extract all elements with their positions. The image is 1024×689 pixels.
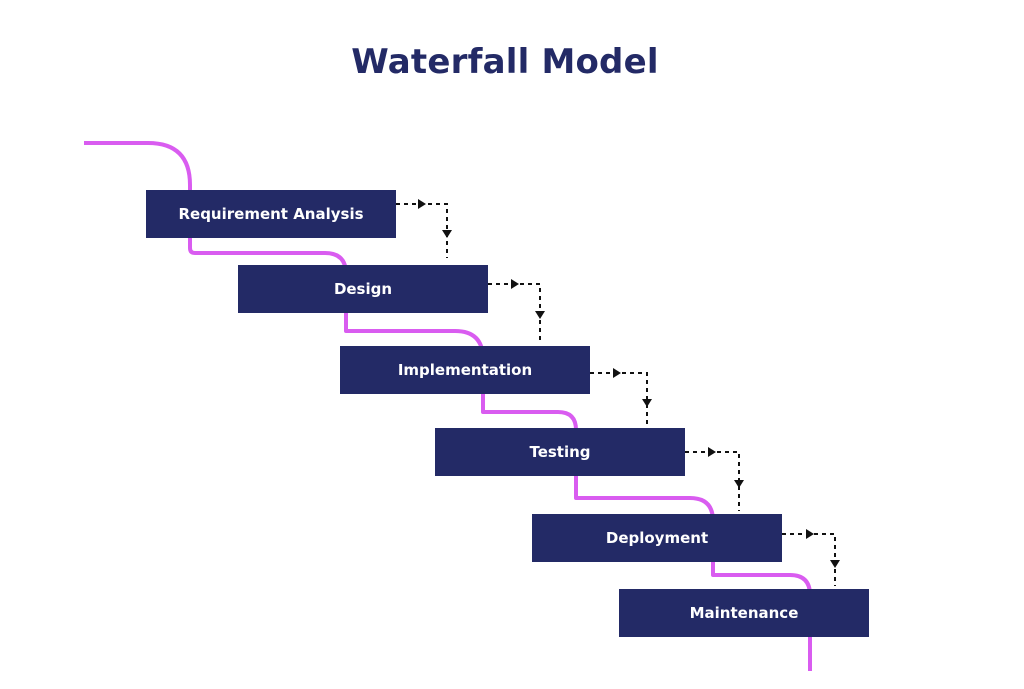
connector-4-5 [685,451,740,511]
arrowhead-right-icon [708,447,716,457]
connector-1-2 [396,203,448,258]
connector-3-4 [590,372,648,425]
phase-requirement-analysis: Requirement Analysis [146,190,396,238]
arrowhead-right-icon [613,368,621,378]
arrowhead-down-icon [442,230,452,238]
phase-design: Design [238,265,488,313]
connector-2-3 [488,283,541,343]
diagram-title: Waterfall Model [351,42,659,82]
arrowhead-down-icon [734,480,744,488]
phase-implementation: Implementation [340,346,590,394]
arrowhead-down-icon [535,311,545,319]
phase-maintenance: Maintenance [619,589,869,637]
arrowhead-right-icon [806,529,814,539]
arrowhead-down-icon [642,399,652,407]
connector-5-6 [782,533,836,586]
phase-testing: Testing [435,428,685,476]
arrowhead-right-icon [511,279,519,289]
arrowhead-down-icon [830,560,840,568]
phase-deployment: Deployment [532,514,782,562]
arrowhead-right-icon [418,199,426,209]
